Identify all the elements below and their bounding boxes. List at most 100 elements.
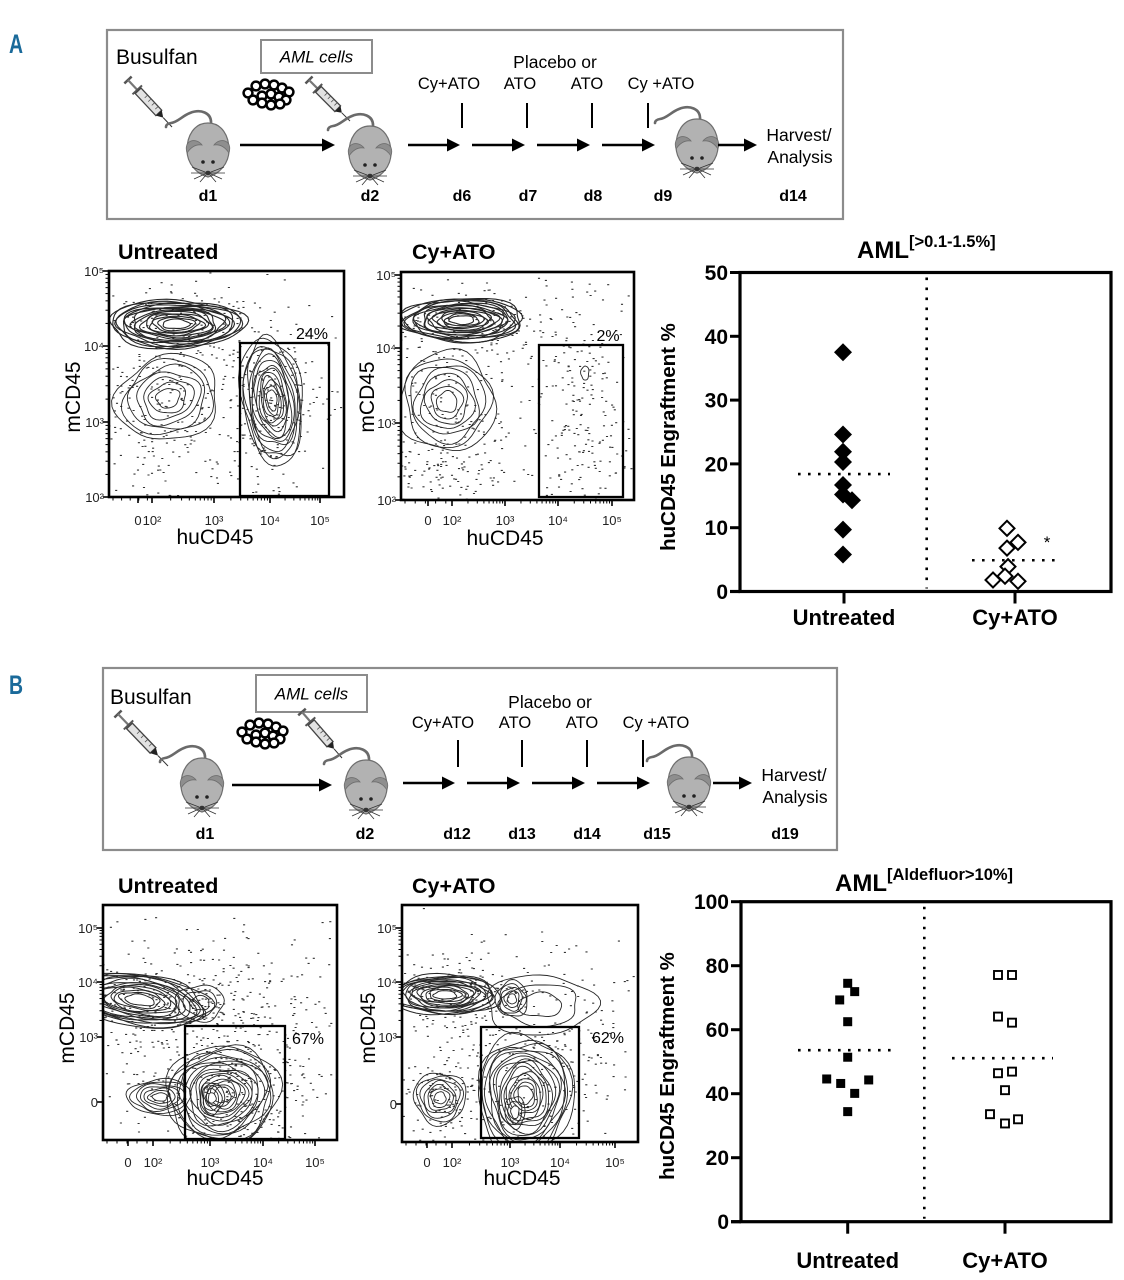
mouse-eye xyxy=(369,797,373,801)
x-tick-label: 10³ xyxy=(201,1155,220,1170)
contour-population xyxy=(200,1082,226,1116)
treatment-label: Cy+ATO xyxy=(418,75,480,93)
syringe-icon xyxy=(113,709,169,767)
gate-rectangle[interactable] xyxy=(238,341,331,498)
treatment-label: ATO xyxy=(566,714,599,732)
mouse-eye xyxy=(700,156,704,160)
day-label: d12 xyxy=(443,826,471,843)
data-point[interactable] xyxy=(834,520,852,539)
y-tick-label: 50 xyxy=(705,262,728,285)
contour-population xyxy=(477,1031,576,1142)
contour-line xyxy=(419,372,476,429)
data-point[interactable] xyxy=(1007,970,1017,980)
cell xyxy=(256,97,268,109)
cell xyxy=(247,94,259,106)
syringe-flange xyxy=(123,719,134,731)
placebo-note: Placebo or xyxy=(513,52,597,72)
mouse-ear xyxy=(343,777,361,791)
contour-line xyxy=(495,1060,557,1135)
syringe-icon xyxy=(123,75,173,128)
data-point[interactable] xyxy=(834,545,852,564)
data-point[interactable] xyxy=(864,1075,874,1085)
contour-line xyxy=(401,297,521,344)
contour-line xyxy=(103,982,180,1019)
contour-line xyxy=(423,1079,457,1114)
data-point[interactable] xyxy=(843,978,853,988)
x-tick-label: 0 xyxy=(134,513,141,528)
data-point[interactable] xyxy=(993,1068,1003,1079)
syringe-flange xyxy=(304,716,316,727)
data-point[interactable] xyxy=(835,995,845,1005)
gate-rectangle[interactable] xyxy=(183,1024,287,1141)
category-label: Untreated xyxy=(796,1248,899,1273)
y-tick-label: 80 xyxy=(706,955,729,978)
syringe-graduation xyxy=(323,733,327,738)
data-point[interactable] xyxy=(843,1017,853,1027)
contour-line xyxy=(146,1090,172,1104)
contour-population xyxy=(238,333,303,467)
category-label: Untreated xyxy=(793,605,896,630)
data-point[interactable] xyxy=(834,425,852,444)
contour-line xyxy=(503,1065,547,1121)
data-point[interactable] xyxy=(843,491,861,510)
plot-title: Cy+ATO xyxy=(412,240,495,264)
data-point[interactable] xyxy=(993,1011,1003,1022)
data-point[interactable] xyxy=(1007,1017,1017,1028)
events-layer xyxy=(401,277,633,500)
mouse-body xyxy=(344,759,388,815)
arrow-icon xyxy=(713,776,752,790)
syringe-graduation xyxy=(316,726,321,730)
data-point[interactable] xyxy=(1000,1085,1010,1096)
y-tick-label: 10³ xyxy=(79,1030,98,1045)
gate-rectangle[interactable] xyxy=(537,343,625,499)
data-point[interactable] xyxy=(1007,1066,1017,1077)
data-point[interactable] xyxy=(843,1052,853,1062)
contour-population xyxy=(402,972,503,1016)
data-point[interactable] xyxy=(850,987,860,997)
contour-line xyxy=(247,348,300,452)
data-point[interactable] xyxy=(822,1074,832,1084)
syringe-flange xyxy=(312,83,323,94)
contour-line xyxy=(205,1080,238,1110)
data-point[interactable] xyxy=(850,1088,860,1098)
data-point[interactable] xyxy=(998,519,1016,538)
mouse-whiskers xyxy=(185,801,219,818)
data-point[interactable] xyxy=(1009,572,1027,591)
data-point[interactable] xyxy=(834,343,852,362)
mouse-icon xyxy=(326,113,393,186)
chart-title-main: AML xyxy=(857,237,909,264)
contour-line xyxy=(481,1042,568,1142)
contour-line xyxy=(410,365,487,445)
data-point[interactable] xyxy=(1013,1114,1023,1125)
data-point[interactable] xyxy=(1009,533,1027,552)
mouse-tail xyxy=(326,113,375,132)
gate-rectangle[interactable] xyxy=(479,1025,581,1140)
y-tick-label: 10⁵ xyxy=(377,921,397,936)
data-point[interactable] xyxy=(834,475,852,494)
treatment-label: Cy +ATO xyxy=(623,714,690,732)
contour-line xyxy=(162,318,191,329)
data-point[interactable] xyxy=(1000,1118,1010,1129)
contour-line xyxy=(103,976,201,1025)
x-tick-label: 10² xyxy=(443,513,462,528)
mouse-whiskers xyxy=(349,803,383,820)
data-point[interactable] xyxy=(836,1078,846,1088)
series-cy-ato xyxy=(985,970,1023,1129)
treatment-label: Cy+ATO xyxy=(412,714,474,732)
arrow-head xyxy=(512,138,525,152)
contour-line xyxy=(412,300,516,339)
contour-population xyxy=(504,1096,526,1131)
data-point[interactable] xyxy=(985,1109,995,1120)
data-point[interactable] xyxy=(843,1107,853,1117)
data-point[interactable] xyxy=(984,571,1002,589)
data-point[interactable] xyxy=(998,539,1016,558)
contour-line xyxy=(404,358,495,449)
contour-line xyxy=(201,1074,246,1115)
data-point[interactable] xyxy=(993,970,1003,980)
contour-population xyxy=(401,297,524,344)
contour-line xyxy=(204,1087,220,1107)
data-point[interactable] xyxy=(834,452,852,471)
contour-line xyxy=(251,353,295,442)
syringe-graduation xyxy=(330,99,335,103)
data-point[interactable] xyxy=(834,442,852,461)
